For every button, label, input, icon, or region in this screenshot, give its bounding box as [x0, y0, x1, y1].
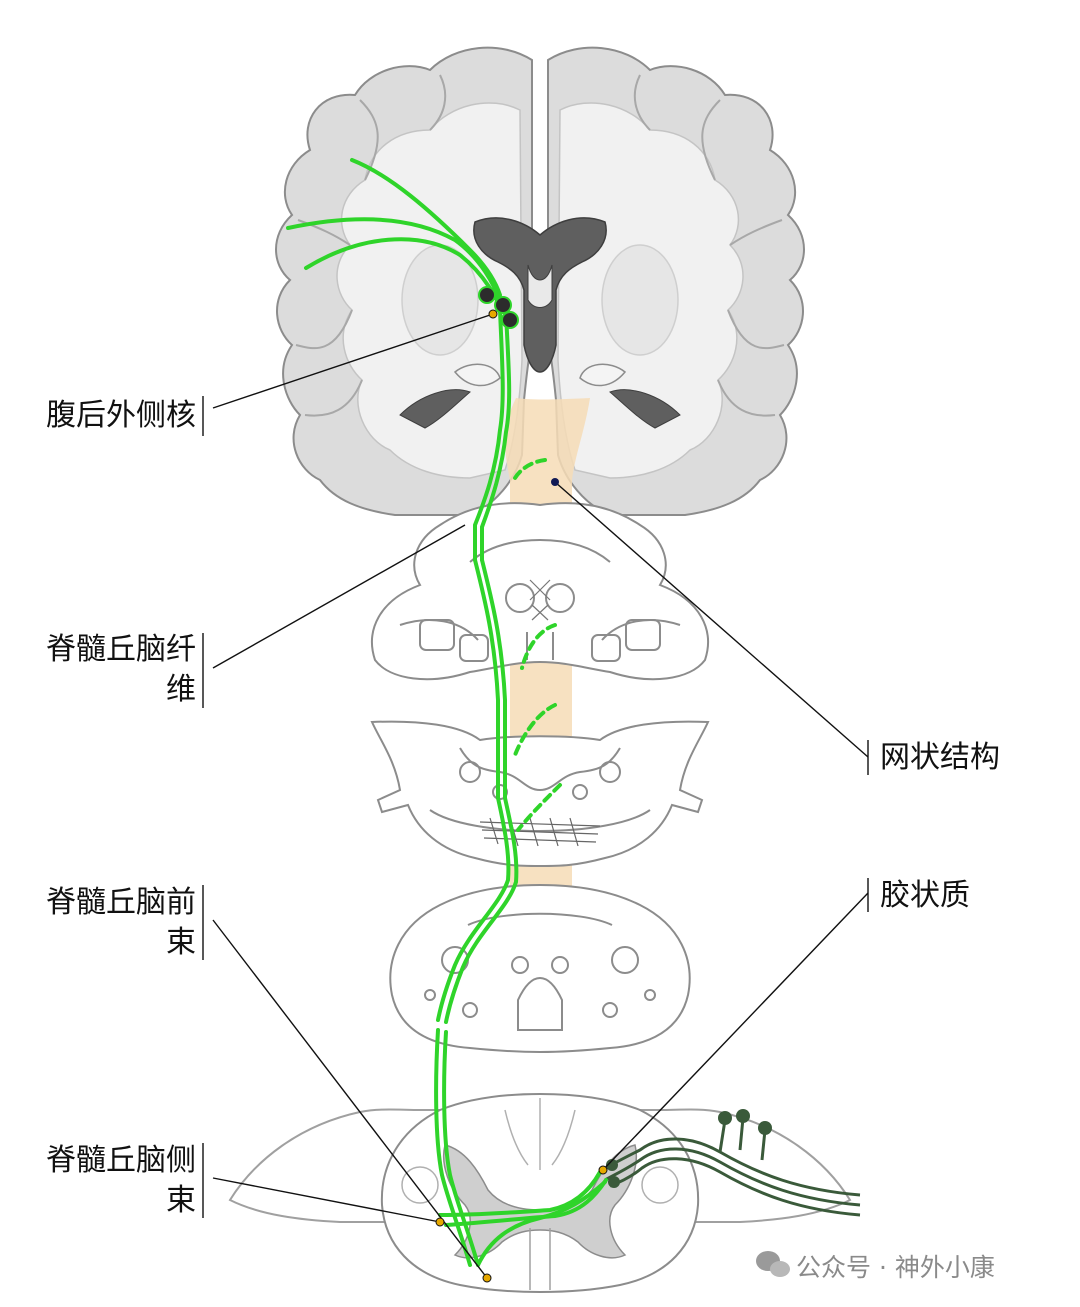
central-canal-detail	[529, 1228, 551, 1290]
dorsal-root-afferents	[599, 1117, 861, 1217]
label-anterior-spinothalamic-tract: 脊髓丘脑前 束	[20, 883, 196, 963]
label-text: 胶状质	[880, 878, 970, 913]
label-spinothalamic-fibers: 脊髓丘脑纤 维	[20, 630, 196, 710]
cerebrum-coronal-section	[275, 46, 805, 516]
label-text: 脊髓丘脑纤	[46, 632, 196, 667]
spinal-cord-body	[380, 1092, 700, 1294]
medulla-section	[389, 883, 691, 1054]
label-text: 维	[166, 672, 196, 707]
label-text: 脊髓丘脑前	[46, 885, 196, 920]
spinal-cord-section	[228, 1092, 852, 1294]
label-substantia-gelatinosa: 胶状质	[880, 876, 1060, 916]
spinal-white-matter-circle	[641, 1166, 679, 1204]
right-temporal-horn	[609, 389, 681, 429]
left-temporal-horn	[399, 389, 471, 429]
right-hippocampus	[579, 363, 627, 387]
watermark-text: 公众号 · 神外小康	[796, 1253, 995, 1282]
label-text: 束	[166, 1183, 196, 1218]
third-ventricle-detail	[527, 264, 553, 308]
wechat-icon	[756, 1251, 790, 1277]
leader-lines	[202, 313, 869, 1279]
label-text: 腹后外侧核	[46, 398, 196, 433]
label-text: 网状结构	[880, 740, 1000, 775]
label-text: 脊髓丘脑侧	[46, 1143, 196, 1178]
vpl-neurons	[478, 286, 519, 329]
label-lateral-spinothalamic-tract: 脊髓丘脑侧 束	[20, 1141, 196, 1221]
dorsal-columns	[504, 1098, 576, 1170]
midbrain-section	[371, 502, 709, 681]
midbrain-decussation-hatch	[529, 579, 551, 621]
right-basal-ganglia	[601, 244, 679, 356]
dorsal-root-ganglion-cells	[606, 1109, 772, 1188]
spinothalamic-pathway	[286, 158, 608, 1267]
label-reticular-formation: 网状结构	[880, 738, 1060, 778]
left-hippocampus	[453, 363, 501, 387]
label-vpl-nucleus: 腹后外侧核	[20, 396, 196, 436]
spinal-white-matter-circle	[401, 1166, 439, 1204]
label-text: 束	[166, 925, 196, 960]
marker-dots	[435, 309, 608, 1283]
pons-section	[370, 720, 710, 867]
